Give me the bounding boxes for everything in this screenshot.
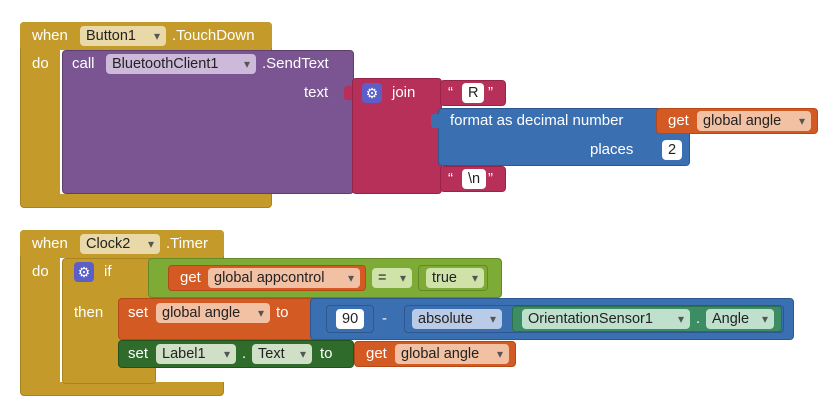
gear-icon[interactable]: ⚙ bbox=[362, 83, 382, 103]
event-name-2: .Timer bbox=[166, 235, 208, 252]
call-label: call bbox=[72, 55, 95, 72]
if-label: if bbox=[104, 263, 112, 280]
boolean-dropdown[interactable]: true bbox=[426, 268, 484, 288]
when-label-2: when bbox=[32, 235, 68, 252]
component-dropdown[interactable]: Button1 bbox=[80, 26, 166, 46]
number-field-90[interactable]: 90 bbox=[336, 309, 365, 329]
variable-dropdown-angle-2[interactable]: global angle bbox=[395, 344, 509, 364]
math-function-dropdown[interactable]: absolute bbox=[412, 309, 502, 329]
clock-dropdown[interactable]: Clock2 bbox=[80, 234, 160, 254]
method-name: .SendText bbox=[262, 55, 329, 72]
operator-dropdown[interactable]: = bbox=[372, 268, 412, 288]
format-decimal-block[interactable] bbox=[438, 108, 690, 166]
format-label: format as decimal number bbox=[450, 112, 624, 129]
get-label-2: get bbox=[180, 269, 201, 286]
format-connector bbox=[431, 114, 439, 128]
to-label-2: to bbox=[320, 345, 333, 362]
dot-label-2: . bbox=[242, 345, 247, 362]
quote-close-2: ” bbox=[488, 170, 493, 187]
places-number-field[interactable]: 2 bbox=[662, 140, 683, 160]
dot-label: . bbox=[696, 310, 701, 327]
variable-dropdown-angle-set[interactable]: global angle bbox=[156, 303, 270, 323]
do-label: do bbox=[32, 55, 49, 72]
places-label: places bbox=[590, 141, 634, 158]
then-label: then bbox=[74, 304, 104, 321]
text-arg-label: text bbox=[304, 84, 329, 101]
set-label: set bbox=[128, 304, 149, 321]
minus-operator[interactable]: - bbox=[382, 310, 387, 327]
label-component-dropdown[interactable]: Label1 bbox=[156, 344, 236, 364]
set-label-text-block[interactable] bbox=[118, 340, 354, 368]
do-label-2: do bbox=[32, 263, 49, 280]
when-label: when bbox=[32, 27, 68, 44]
quote-close: ” bbox=[488, 84, 493, 101]
gear-icon[interactable]: ⚙ bbox=[74, 262, 94, 282]
get-label: get bbox=[668, 112, 689, 129]
bluetooth-client-dropdown[interactable]: BluetoothClient1 bbox=[106, 54, 256, 74]
string-field-newline[interactable]: \n bbox=[462, 169, 487, 189]
property-dropdown-angle[interactable]: Angle bbox=[706, 309, 774, 329]
set-label-2: set bbox=[128, 345, 149, 362]
quote-open: “ bbox=[448, 84, 453, 101]
quote-open-2: “ bbox=[448, 170, 453, 187]
get-label-3: get bbox=[366, 345, 387, 362]
event-name: .TouchDown bbox=[172, 27, 255, 44]
text-property-dropdown[interactable]: Text bbox=[252, 344, 312, 364]
to-label: to bbox=[276, 304, 289, 321]
variable-dropdown-appcontrol[interactable]: global appcontrol bbox=[208, 268, 360, 288]
join-label: join bbox=[392, 84, 416, 101]
sensor-dropdown[interactable]: OrientationSensor1 bbox=[522, 309, 690, 329]
join-connector bbox=[344, 86, 352, 100]
variable-dropdown-angle[interactable]: global angle bbox=[697, 111, 811, 131]
string-field-r[interactable]: R bbox=[462, 83, 485, 103]
